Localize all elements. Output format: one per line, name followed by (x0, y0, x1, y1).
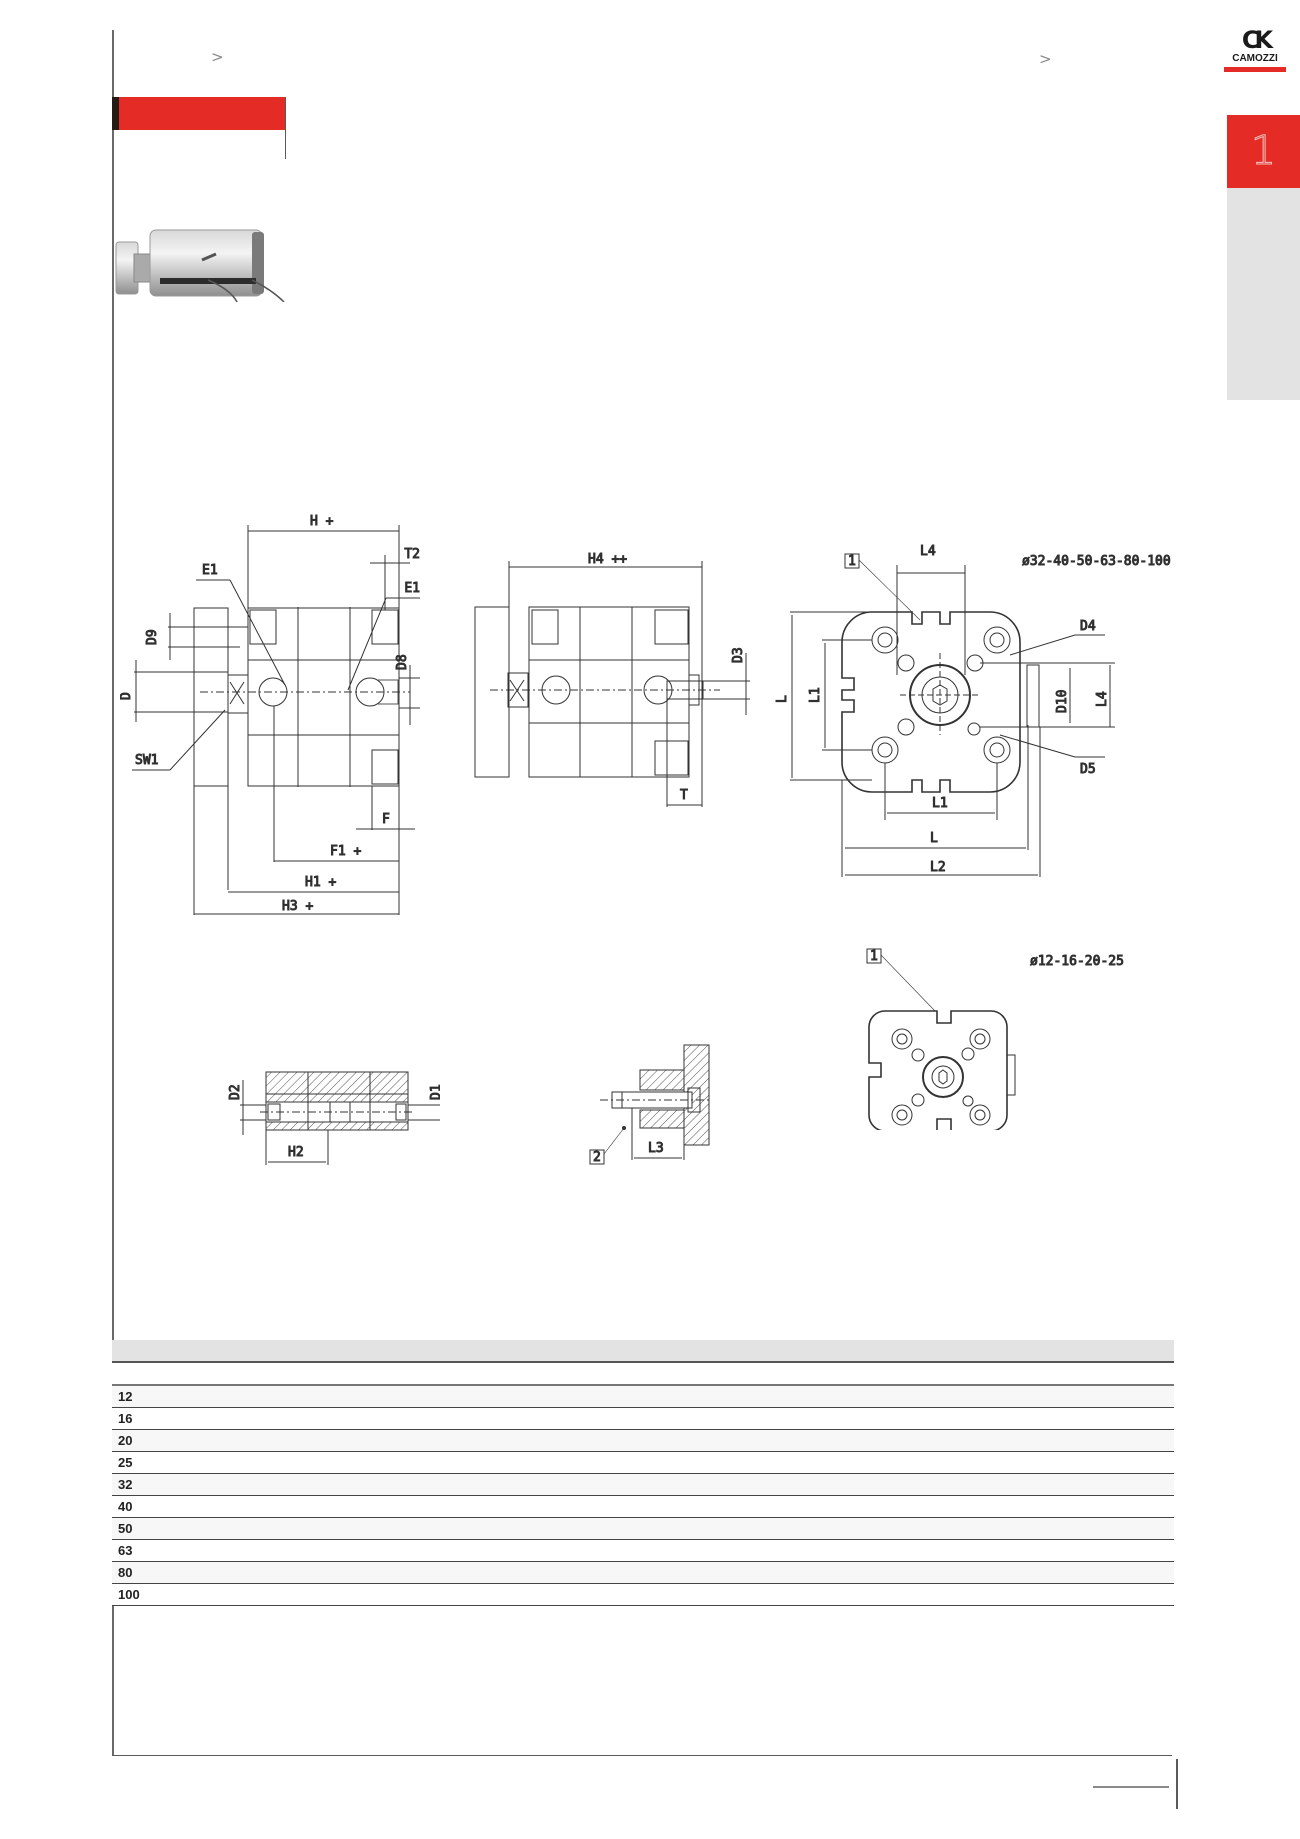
table-row: 100 (112, 1583, 1174, 1606)
table-header-row (112, 1340, 1174, 1363)
svg-text:D8: D8 (395, 654, 410, 670)
svg-text:L: L (930, 831, 938, 846)
svg-text:L4: L4 (1095, 691, 1110, 707)
svg-text:L4: L4 (920, 544, 936, 559)
table-row: 20 (112, 1429, 1174, 1452)
svg-text:SW1: SW1 (135, 753, 158, 768)
product-image (112, 220, 287, 305)
svg-text:1: 1 (848, 554, 856, 569)
svg-text:L1: L1 (808, 687, 823, 703)
table-subheader-row (112, 1362, 1174, 1386)
header-divider-rule (112, 30, 114, 82)
svg-text:1: 1 (870, 949, 878, 964)
bore-cell: 25 (112, 1451, 1174, 1474)
drawing-side-view: H + T2 E1 E1 D9 (119, 510, 421, 920)
dimensions-table: 12 16 20 25 32 40 50 63 80 100 (112, 1340, 1174, 1606)
drawing-front-view-small: ø12-16-20-25 1 (855, 945, 1155, 1132)
svg-text:L2: L2 (930, 860, 946, 875)
svg-text:2: 2 (593, 1150, 601, 1165)
svg-text:D3: D3 (731, 647, 746, 663)
breadcrumb-separator-right: > (1039, 50, 1052, 68)
drawing-mounting-front: 2 L3 (560, 1040, 720, 1175)
chapter-side-tab[interactable]: 1 (1227, 115, 1300, 400)
footer-page-tick (1176, 1759, 1178, 1809)
svg-text:L1: L1 (932, 796, 948, 811)
bore-cell: 20 (112, 1429, 1174, 1452)
bore-cell: 50 (112, 1517, 1174, 1540)
section-title-marker (112, 97, 119, 130)
bore-cell: 32 (112, 1473, 1174, 1496)
svg-text:E1: E1 (404, 581, 420, 596)
section-title-tick (285, 97, 286, 159)
svg-text:E1: E1 (202, 563, 218, 578)
svg-text:L3: L3 (648, 1141, 664, 1156)
camozzi-logo: CK CAMOZZI (1224, 28, 1286, 74)
bore-cell: 80 (112, 1561, 1174, 1584)
table-header-cell (112, 1340, 1174, 1363)
svg-text:F: F (382, 812, 390, 827)
brand-mark-icon: CK (1241, 26, 1273, 54)
table-row: 40 (112, 1495, 1174, 1518)
table-row: 12 (112, 1385, 1174, 1408)
svg-text:D2: D2 (228, 1084, 243, 1100)
bore-cell: 12 (112, 1385, 1174, 1408)
bore-range-large: ø32-40-50-63-80-100 (1022, 554, 1171, 569)
table-row: 63 (112, 1539, 1174, 1562)
dim-h-label: H + (310, 514, 334, 529)
chapter-number: 1 (1227, 115, 1300, 188)
bore-range-small: ø12-16-20-25 (1030, 954, 1124, 969)
brand-name: CAMOZZI (1232, 53, 1278, 64)
svg-text:D4: D4 (1080, 619, 1096, 634)
svg-text:D: D (120, 692, 134, 700)
bore-cell: 63 (112, 1539, 1174, 1562)
footer-rule (112, 1755, 1172, 1756)
breadcrumb-separator-left: > (211, 48, 224, 66)
table-subheader-cell (112, 1362, 1174, 1386)
svg-text:T: T (680, 788, 688, 803)
svg-text:H1 +: H1 + (305, 875, 336, 890)
section-title-bar (112, 97, 286, 130)
svg-text:H2: H2 (288, 1145, 304, 1160)
drawing-front-view-large: ø32-40-50-63-80-100 1 L4 D4 D5 D10 L (770, 535, 1180, 880)
svg-text:D5: D5 (1080, 762, 1096, 777)
table-row: 80 (112, 1561, 1174, 1584)
table-row: 32 (112, 1473, 1174, 1496)
bore-cell: 40 (112, 1495, 1174, 1518)
drawing-side-view-rod: H4 ++ D3 T (470, 545, 770, 815)
footer-page-rule (1093, 1786, 1169, 1788)
svg-text:D9: D9 (145, 629, 160, 645)
svg-text:H4 ++: H4 ++ (588, 552, 627, 567)
svg-text:L: L (775, 695, 790, 703)
svg-text:F1 +: F1 + (330, 844, 361, 859)
svg-text:T2: T2 (404, 547, 420, 562)
table-row: 25 (112, 1451, 1174, 1474)
bore-cell: 100 (112, 1583, 1174, 1606)
svg-text:D1: D1 (429, 1084, 440, 1100)
left-margin-rule (112, 30, 114, 1756)
drawing-mounting-through: D2 D1 H2 (200, 1050, 448, 1175)
svg-text:H3 +: H3 + (282, 899, 313, 914)
table-row: 50 (112, 1517, 1174, 1540)
svg-text:D10: D10 (1055, 690, 1070, 713)
bore-cell: 16 (112, 1407, 1174, 1430)
table-row: 16 (112, 1407, 1174, 1430)
brand-accent-bar (1224, 67, 1286, 72)
